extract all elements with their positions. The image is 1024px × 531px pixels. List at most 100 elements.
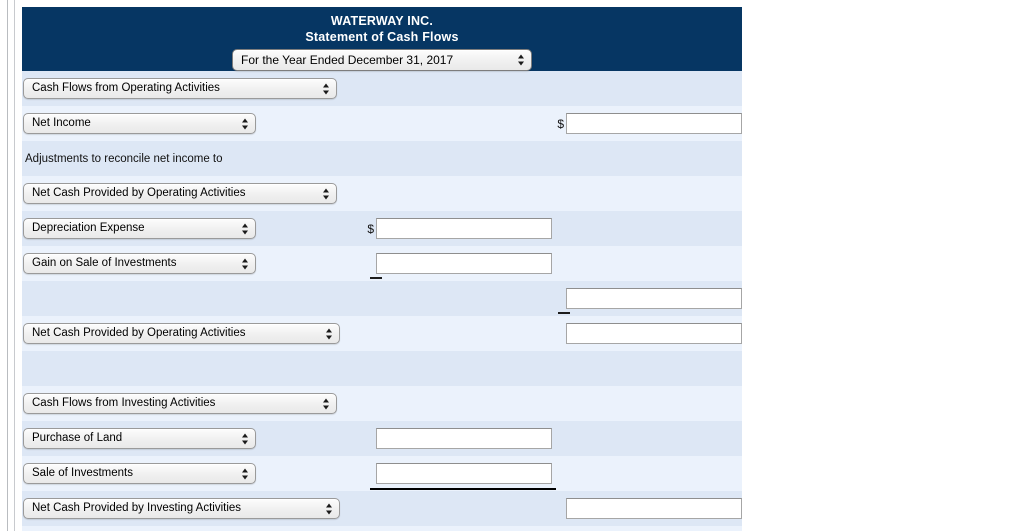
row-middle-amount-cell: $ [362, 421, 552, 456]
line-item-select-net-cash-operating-subheader[interactable]: Net Cash Provided by Operating Activitie… [23, 183, 337, 204]
currency-symbol: $ [552, 292, 564, 306]
row-middle-amount-cell [362, 141, 552, 176]
amount-input-sale-of-investments[interactable] [376, 463, 552, 484]
statement-row: Sale of Investments $ [22, 456, 742, 491]
row-middle-amount-cell [362, 491, 552, 526]
currency-symbol: $ [557, 116, 564, 131]
line-item-select-box: Sale of Investments [23, 463, 256, 484]
middle-amount-group: $ [362, 456, 556, 491]
amount-input-depreciation-expense[interactable] [376, 218, 552, 239]
row-middle-amount-cell [362, 106, 552, 141]
row-middle-amount-cell [362, 176, 552, 211]
row-right-amount-cell: $ [552, 106, 742, 141]
line-item-select-box: Cash Flows from Operating Activities [23, 78, 337, 99]
statement-row: Net Cash Provided by Investing Activitie… [22, 491, 742, 526]
currency-symbol: $ [362, 432, 374, 446]
amount-input-gain-on-sale-of-investments[interactable] [376, 253, 552, 274]
right-amount-group: $ [552, 281, 742, 316]
currency-symbol: $ [552, 327, 564, 341]
page-frame-rule-inner [14, 0, 15, 531]
period-select-wrapper: For the Year Ended December 31, 2017 [22, 49, 742, 71]
line-item-select-net-income[interactable]: Net Income [23, 113, 256, 134]
row-right-amount-cell [552, 351, 742, 386]
statement-row: Purchase of Land $ [22, 421, 742, 456]
row-label-cell [22, 281, 362, 316]
line-item-select-net-cash-provided-by-investing-activities[interactable]: Net Cash Provided by Investing Activitie… [23, 498, 340, 519]
line-item-select-net-cash-provided-by-operating-activities[interactable]: Net Cash Provided by Operating Activitie… [23, 323, 340, 344]
statement-header-cell: WATERWAY INC. Statement of Cash Flows Fo… [22, 7, 742, 71]
currency-symbol: $ [552, 502, 564, 516]
row-label-cell: Purchase of Land [22, 421, 362, 456]
row-label-cell: Depreciation Expense [22, 211, 362, 246]
statement-row: Net Cash Provided by Operating Activitie… [22, 316, 742, 351]
row-middle-amount-cell [362, 526, 552, 531]
statement-title: Statement of Cash Flows [305, 30, 459, 44]
currency-symbol: $ [362, 467, 374, 481]
row-label-cell: Sale of Investments [22, 456, 362, 491]
amount-input-net-income[interactable] [566, 113, 742, 134]
subtotal-rule-stub [370, 277, 382, 279]
row-label-cell [22, 351, 362, 386]
subtotal-rule-stub [558, 312, 570, 314]
line-item-select-box: Gain on Sale of Investments [23, 253, 256, 274]
amount-input-net-cash-provided-by-investing-activities[interactable] [566, 498, 742, 519]
line-item-select-gain-on-sale-of-investments[interactable]: Gain on Sale of Investments [23, 253, 256, 274]
middle-amount-group: $ [362, 421, 552, 456]
line-item-select-box: Net Cash Provided by Investing Activitie… [23, 498, 340, 519]
row-right-amount-cell [552, 141, 742, 176]
page-frame-rule-outer [7, 0, 8, 531]
middle-amount-group: $ [362, 211, 552, 246]
row-middle-amount-cell [362, 386, 552, 421]
row-right-amount-cell: $ [552, 491, 742, 526]
period-select[interactable]: For the Year Ended December 31, 2017 [232, 49, 532, 71]
row-right-amount-cell [552, 176, 742, 211]
line-item-select-sale-of-investments[interactable]: Sale of Investments [23, 463, 256, 484]
row-middle-amount-cell [362, 281, 552, 316]
row-right-amount-cell [552, 71, 742, 106]
row-middle-amount-cell: $ [362, 211, 552, 246]
row-middle-amount-cell [362, 71, 552, 106]
line-item-select-box: Net Cash Provided by Operating Activitie… [23, 323, 340, 344]
adjustments-note: Adjustments to reconcile net income to [25, 152, 223, 165]
line-item-select-box: Net Income [23, 113, 256, 134]
amount-input-operating-total-line[interactable] [566, 288, 742, 309]
statement-row: $ [22, 281, 742, 316]
subtotal-rule-full [370, 488, 556, 490]
row-label-cell: Gain on Sale of Investments [22, 246, 362, 281]
row-middle-amount-cell [362, 351, 552, 386]
statement-row: Cash Flows from Operating Activities [22, 71, 742, 106]
row-right-amount-cell [552, 526, 742, 531]
row-label-cell [22, 526, 362, 531]
line-item-select-box: Purchase of Land [23, 428, 256, 449]
row-right-amount-cell [552, 386, 742, 421]
currency-symbol: $ [362, 257, 374, 271]
currency-symbol: $ [367, 221, 374, 236]
line-item-select-depreciation-expense[interactable]: Depreciation Expense [23, 218, 256, 239]
row-middle-amount-cell [362, 316, 552, 351]
statement-row: Net Cash Provided by Operating Activitie… [22, 176, 742, 211]
statement-row [22, 526, 742, 531]
row-right-amount-cell: $ [552, 316, 742, 351]
line-item-select-purchase-of-land[interactable]: Purchase of Land [23, 428, 256, 449]
row-middle-amount-cell: $ [362, 456, 556, 491]
amount-input-purchase-of-land[interactable] [376, 428, 552, 449]
line-item-select-box: Depreciation Expense [23, 218, 256, 239]
cash-flow-statement-table: WATERWAY INC. Statement of Cash Flows Fo… [22, 7, 742, 531]
row-label-cell: Adjustments to reconcile net income to [22, 141, 362, 176]
line-item-select-box: Net Cash Provided by Operating Activitie… [23, 183, 337, 204]
period-select-box: For the Year Ended December 31, 2017 [232, 49, 532, 71]
line-item-select-operating-section-header[interactable]: Cash Flows from Operating Activities [23, 78, 337, 99]
middle-amount-group: $ [362, 246, 552, 281]
statement-row [22, 351, 742, 386]
row-right-amount-cell [552, 211, 742, 246]
row-label-cell: Cash Flows from Operating Activities [22, 71, 362, 106]
statement-row: Net Income $ [22, 106, 742, 141]
row-label-cell: Cash Flows from Investing Activities [22, 386, 362, 421]
line-item-select-investing-section-header[interactable]: Cash Flows from Investing Activities [23, 393, 337, 414]
row-right-amount-cell [552, 246, 742, 281]
amount-input-net-cash-provided-by-operating-activities[interactable] [566, 323, 742, 344]
row-middle-amount-cell: $ [362, 246, 552, 281]
row-label-cell: Net Income [22, 106, 362, 141]
statement-row: Cash Flows from Investing Activities [22, 386, 742, 421]
